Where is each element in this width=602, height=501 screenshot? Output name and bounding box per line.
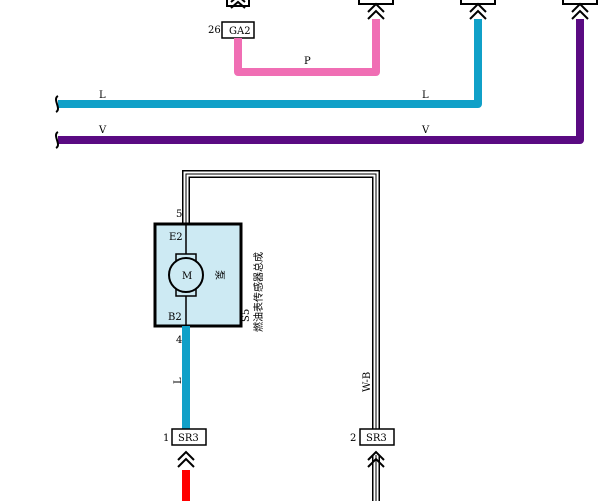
connector-sr3-left-name: SR3 — [178, 433, 199, 444]
wire-blue-top-label-left: L — [99, 90, 106, 101]
connector-sr3-right-name: SR3 — [366, 433, 387, 444]
connector-ga2-name: GA2 — [229, 26, 251, 37]
connector-sr3-left-pin: 1 — [163, 433, 169, 444]
wire-purple — [58, 19, 584, 144]
wire-blue-top-label-right: L — [422, 90, 429, 101]
fuel-gauge-sensor-assembly: E2 B2 M 泵 — [153, 222, 243, 328]
terminal-e2-label: E2 — [169, 232, 183, 243]
wire-wb — [182, 170, 380, 501]
connector-sr3-right-pin: 2 — [350, 433, 356, 444]
connector-ga2: 26 GA2 — [208, 21, 255, 39]
top-connector-blue-stub — [460, 0, 496, 20]
motor-label: M — [182, 271, 192, 282]
connector-sr3-right: 2 SR3 — [350, 428, 395, 468]
wire-purple-label-right: V — [421, 125, 430, 136]
component-ref: S5 — [241, 309, 252, 322]
wire-blue-break-mark — [55, 95, 59, 113]
component-pin-bottom: 4 — [176, 335, 182, 346]
connector-sr3-left: 1 SR3 — [163, 428, 207, 468]
wire-purple-break-mark — [55, 131, 59, 149]
component-name: 燃油表传感器总成 — [252, 252, 265, 332]
wire-pink — [234, 19, 380, 76]
top-connector-pink-stub — [358, 0, 394, 20]
wire-wb-label: W-B — [362, 372, 373, 392]
motor-icon: M — [168, 253, 204, 297]
terminal-b2-label: B2 — [168, 312, 182, 323]
top-connector-ga2-stub — [226, 0, 250, 9]
connector-ga2-pin: 26 — [208, 25, 221, 36]
pump-label: 泵 — [213, 270, 225, 280]
wire-blue-top — [58, 19, 482, 108]
component-pin-top: 5 — [176, 209, 182, 220]
top-connector-purple-stub — [562, 0, 598, 20]
wire-purple-label-left: V — [98, 125, 107, 136]
wire-pink-label: P — [304, 56, 311, 67]
wire-blue-bottom-label: L — [173, 377, 184, 384]
